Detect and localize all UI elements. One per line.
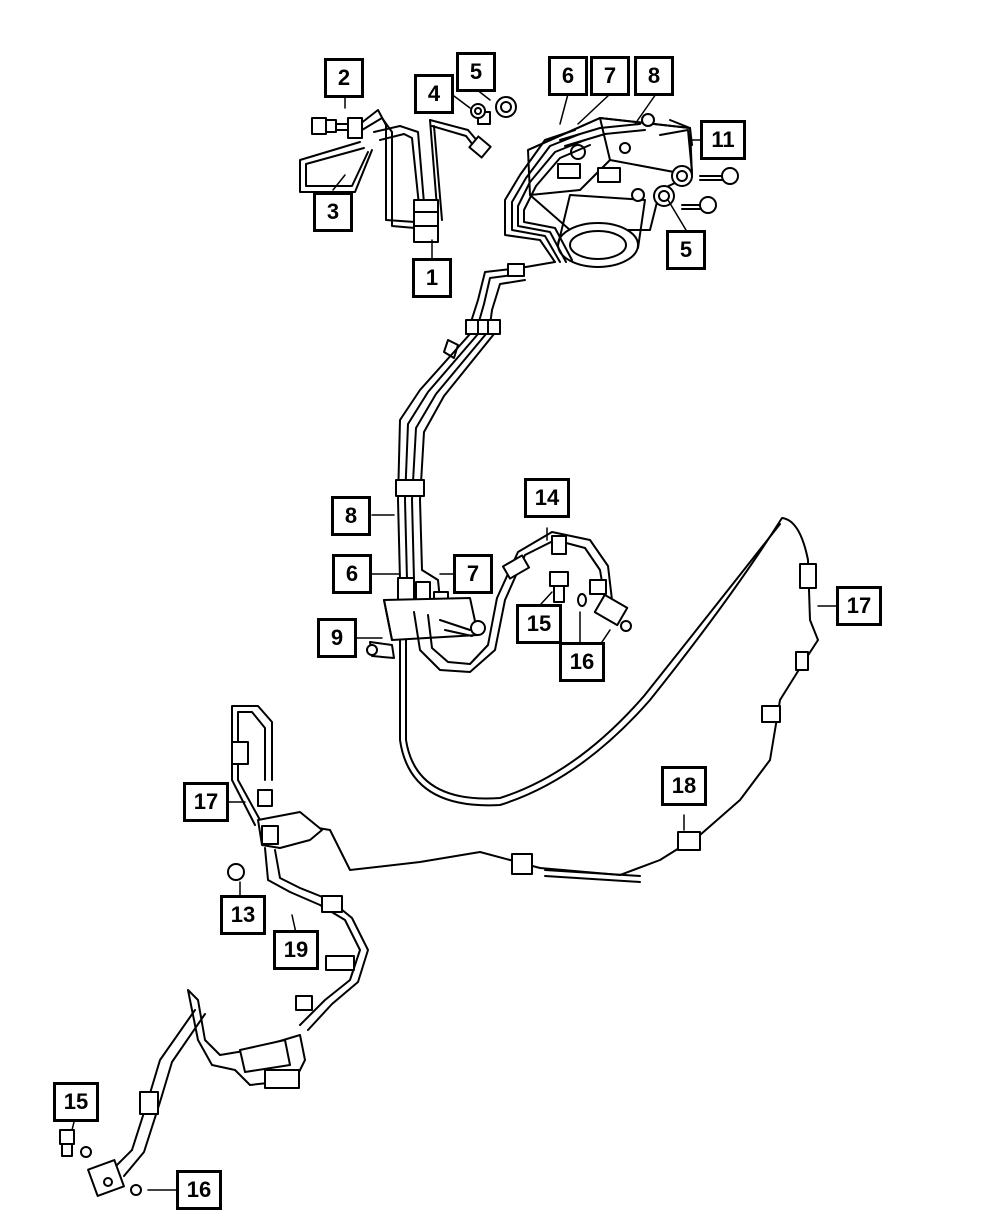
callout-14: 14 [524,478,570,518]
clip-and-grommet-parts [470,96,517,119]
callout-6-mid: 6 [332,554,372,594]
callout-15-bottom: 15 [53,1082,99,1122]
callout-16-mid: 16 [559,642,605,682]
callout-19: 19 [273,930,319,970]
top-left-brake-lines [299,109,492,243]
callout-17-right: 17 [836,586,882,626]
callout-6-top: 6 [548,56,588,96]
callout-16-bottom: 16 [176,1170,222,1210]
callout-5-right: 5 [666,230,706,270]
callout-8-top: 8 [634,56,674,96]
callout-11: 11 [700,120,746,160]
lower-distribution-block [366,577,486,659]
callout-7-top: 7 [590,56,630,96]
front-brake-hose [413,531,632,673]
callout-8-mid: 8 [331,496,371,536]
callout-1: 1 [412,258,452,298]
callout-4: 4 [414,74,454,114]
rear-brake-line-loop [299,517,819,883]
callout-9: 9 [317,618,357,658]
callout-17-left: 17 [183,782,229,822]
callout-5-top: 5 [456,52,496,92]
callout-leader-lines [71,88,839,1191]
callout-7-mid: 7 [453,554,493,594]
callout-18: 18 [661,766,707,806]
rear-left-lines-and-hose [59,705,369,1197]
callout-13: 13 [220,895,266,935]
callout-15-mid: 15 [516,604,562,644]
hcu-outlet-lines [395,123,646,601]
callout-3: 3 [313,192,353,232]
callout-2: 2 [324,58,364,98]
